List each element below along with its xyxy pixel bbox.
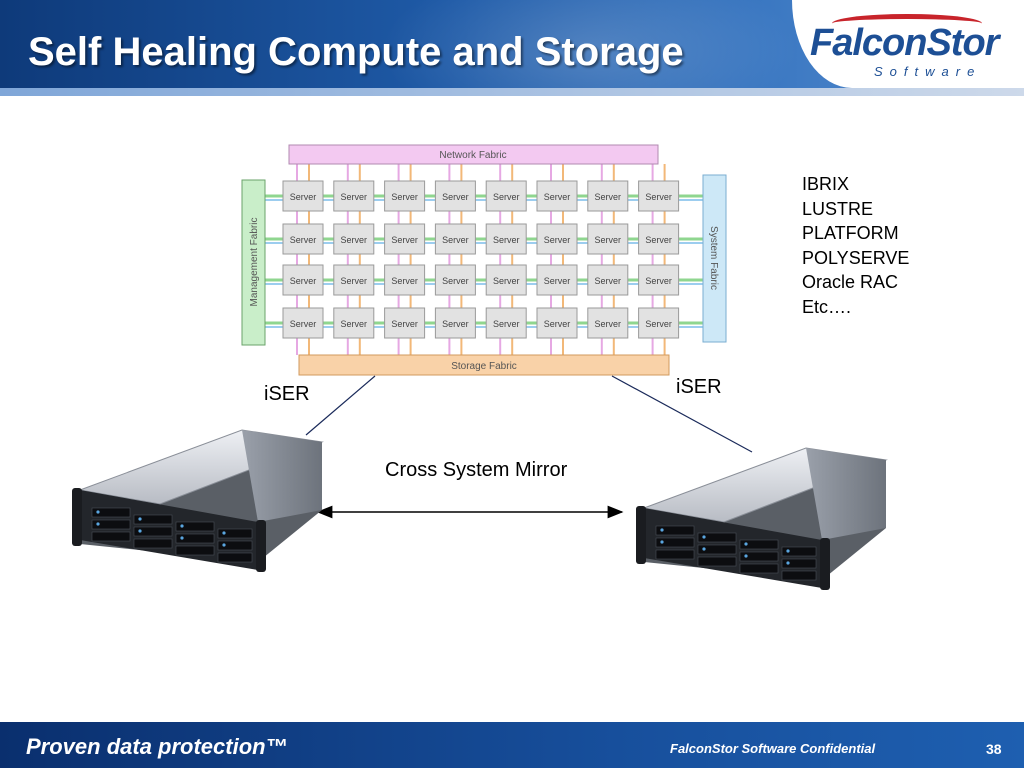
server-node: Server: [333, 264, 375, 296]
server-node: Server: [384, 307, 426, 339]
server-label: Server: [645, 235, 672, 245]
right-storage-array: [636, 447, 888, 590]
server-node: Server: [282, 223, 324, 255]
server-label: Server: [391, 192, 418, 202]
storage-fabric-label: Storage Fabric: [451, 361, 517, 372]
server-label: Server: [341, 276, 368, 286]
logo-wordmark: FalconStor: [810, 22, 999, 64]
server-node: Server: [536, 264, 578, 296]
server-node: Server: [384, 264, 426, 296]
server-label: Server: [645, 276, 672, 286]
server-label: Server: [290, 235, 317, 245]
server-label: Server: [341, 192, 368, 202]
footer-confidential: FalconStor Software Confidential: [670, 741, 876, 756]
server-label: Server: [442, 235, 469, 245]
globe-background: [380, 0, 800, 90]
server-node: Server: [536, 223, 578, 255]
left-iser-label: iSER: [264, 383, 310, 405]
server-node: Server: [384, 223, 426, 255]
server-node: Server: [434, 264, 476, 296]
server-label: Server: [595, 192, 622, 202]
application-item: PLATFORM: [802, 223, 899, 243]
cross-system-mirror-label: Cross System Mirror: [385, 459, 568, 481]
server-node: Server: [333, 180, 375, 212]
server-label: Server: [442, 192, 469, 202]
server-node: Server: [536, 307, 578, 339]
server-node: Server: [587, 264, 629, 296]
application-item: LUSTRE: [802, 198, 874, 219]
slide-title: Self Healing Compute and Storage: [28, 30, 684, 74]
server-node: Server: [485, 223, 527, 255]
server-node: Server: [282, 307, 324, 339]
application-item: Etc….: [802, 296, 852, 317]
server-node: Server: [638, 223, 680, 255]
server-node: Server: [638, 180, 680, 212]
server-node: Server: [485, 307, 527, 339]
server-label: Server: [645, 319, 672, 329]
application-item: IBRIX: [802, 174, 850, 194]
server-node: Server: [434, 307, 476, 339]
server-label: Server: [493, 276, 520, 286]
server-label: Server: [595, 319, 622, 329]
server-node: Server: [587, 307, 629, 339]
page-number: 38: [986, 741, 1002, 757]
server-label: Server: [544, 235, 571, 245]
server-node: Server: [434, 223, 476, 255]
server-label: Server: [290, 319, 317, 329]
server-node: Server: [384, 180, 426, 212]
server-label: Server: [544, 192, 571, 202]
header-band: [0, 88, 1024, 96]
server-node: Server: [485, 180, 527, 212]
server-label: Server: [391, 235, 418, 245]
server-node: Server: [587, 223, 629, 255]
server-label: Server: [341, 235, 368, 245]
server-node: Server: [536, 180, 578, 212]
server-label: Server: [595, 276, 622, 286]
application-list: IBRIX LUSTRE PLATFORM POLYSERVE Oracle RAC Et…: [802, 172, 909, 319]
left-link-line: [305, 375, 376, 436]
logo-swoosh: [832, 14, 982, 33]
server-node: Server: [638, 264, 680, 296]
server-label: Server: [493, 319, 520, 329]
server-label: Server: [442, 276, 469, 286]
server-node: Server: [282, 180, 324, 212]
server-label: Server: [442, 319, 469, 329]
server-node: Server: [282, 264, 324, 296]
right-link-line: [611, 375, 753, 453]
system-fabric-bar: [702, 174, 727, 343]
management-fabric-label: Management Fabric: [249, 218, 260, 307]
network-fabric-bar: [288, 144, 659, 165]
server-node: Server: [434, 180, 476, 212]
server-label: Server: [544, 319, 571, 329]
management-fabric-bar: [241, 179, 266, 346]
server-label: Server: [341, 319, 368, 329]
server-label: Server: [493, 192, 520, 202]
left-storage-array: [72, 429, 324, 572]
storage-fabric-bar: [298, 354, 670, 376]
server-node: Server: [485, 264, 527, 296]
server-node: Server: [587, 180, 629, 212]
server-node: Server: [333, 307, 375, 339]
server-label: Server: [391, 319, 418, 329]
server-label: Server: [595, 235, 622, 245]
server-label: Server: [290, 192, 317, 202]
application-item: Oracle RAC: [802, 272, 899, 292]
server-label: Server: [645, 192, 672, 202]
company-logo: FalconStor Software: [792, 0, 1024, 88]
network-fabric-label: Network Fabric: [439, 150, 506, 161]
server-node: Server: [333, 223, 375, 255]
logo-subtitle: Software: [874, 64, 982, 79]
system-fabric-label: System Fabric: [708, 226, 719, 290]
server-label: Server: [290, 276, 317, 286]
footer-tagline: Proven data protection™: [26, 734, 288, 759]
footer-bar: Proven data protection™ FalconStor Softw…: [0, 722, 1024, 768]
server-label: Server: [544, 276, 571, 286]
right-iser-label: iSER: [676, 376, 722, 398]
server-label: Server: [493, 235, 520, 245]
server-label: Server: [391, 276, 418, 286]
server-node: Server: [638, 307, 680, 339]
application-item: POLYSERVE: [802, 247, 910, 268]
